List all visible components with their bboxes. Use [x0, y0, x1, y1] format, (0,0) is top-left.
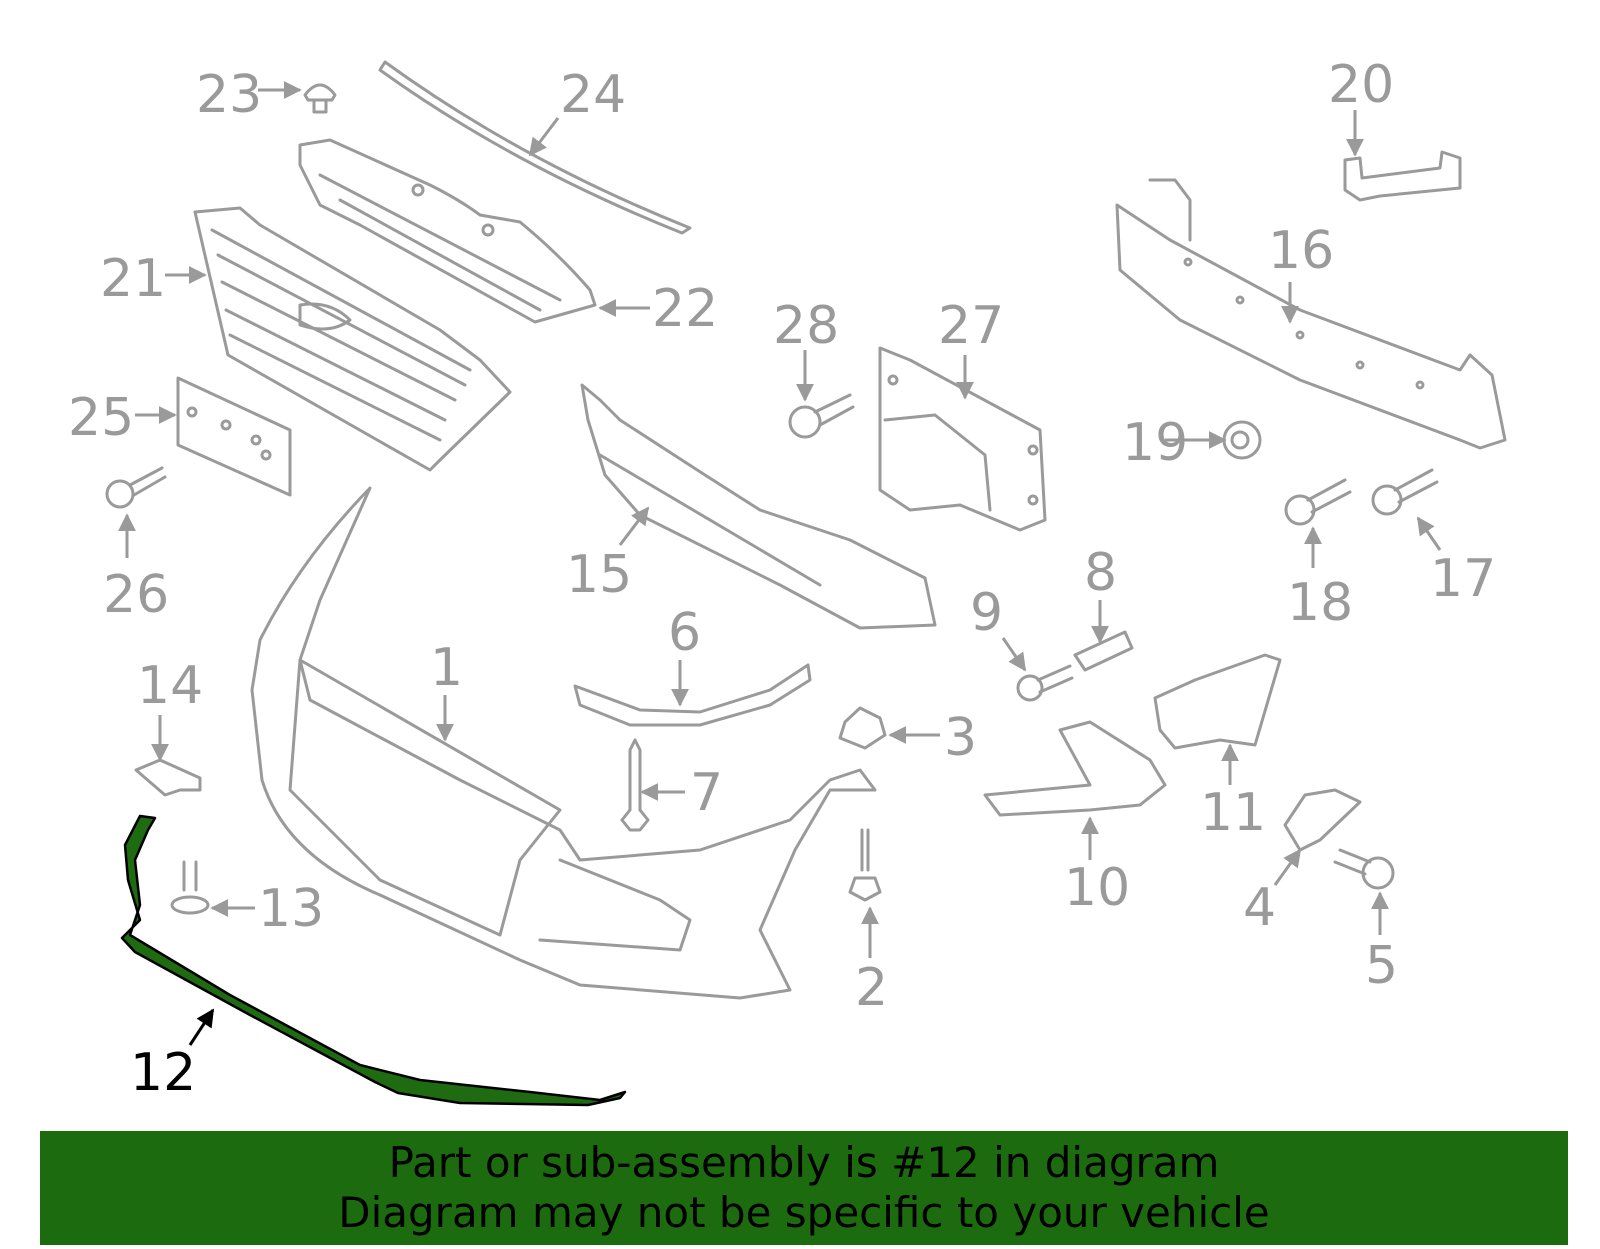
part-24-seal-strip [378, 60, 692, 235]
callout-1: 1 [430, 638, 463, 698]
part-10-bezel [983, 720, 1167, 817]
part-28-bolt [788, 393, 855, 439]
callout-20: 20 [1328, 55, 1394, 115]
callout-7: 7 [690, 763, 723, 823]
part-16-beam [1115, 178, 1507, 450]
callout-22: 22 [652, 279, 718, 339]
part-3-clip [838, 706, 887, 750]
callout-12: 12 [130, 1043, 196, 1103]
part-17-bolt [1371, 468, 1439, 516]
callout-25: 25 [68, 388, 134, 448]
part-5-bolt [1333, 848, 1395, 890]
callout-23: 23 [196, 65, 262, 125]
callout-18: 18 [1287, 573, 1353, 633]
part-27-mount-bracket [878, 346, 1047, 532]
part-4-bracket [1283, 788, 1362, 852]
callout-labels: 23 24 20 16 21 22 28 27 25 19 26 15 18 1… [68, 55, 1496, 1103]
part-7-pin [620, 738, 650, 832]
callout-3: 3 [944, 708, 977, 768]
callout-2: 2 [855, 958, 888, 1018]
part-13-screw [170, 860, 210, 915]
callout-16: 16 [1268, 221, 1334, 281]
part-15-absorber [580, 383, 937, 630]
callout-6: 6 [668, 603, 701, 663]
part-6-bracket [573, 663, 812, 727]
part-22-reinforcement [298, 138, 597, 324]
callout-17: 17 [1430, 549, 1496, 609]
callout-15: 15 [566, 545, 632, 605]
callout-27: 27 [938, 296, 1004, 356]
part-8-pad [1073, 630, 1134, 672]
callout-5: 5 [1365, 936, 1398, 996]
callout-21: 21 [100, 249, 166, 309]
banner-line-part: Part or sub-assembly is #12 in diagram [388, 1138, 1220, 1187]
info-banner: Part or sub-assembly is #12 in diagram D… [40, 1131, 1568, 1245]
part-18-bolt [1284, 478, 1352, 526]
callout-4: 4 [1243, 878, 1276, 938]
part-14-nut-clip [134, 758, 202, 797]
callout-24: 24 [560, 65, 626, 125]
part-26-bolt [105, 466, 167, 509]
part-20-bracket [1343, 150, 1462, 202]
callout-14: 14 [137, 656, 203, 716]
callout-28: 28 [773, 296, 839, 356]
banner-line-disclaimer: Diagram may not be specific to your vehi… [338, 1188, 1270, 1237]
callout-10: 10 [1064, 858, 1130, 918]
part-23-clip [303, 83, 337, 114]
callout-26: 26 [103, 565, 169, 625]
leader-lines [118, 81, 1442, 1046]
callout-8: 8 [1084, 543, 1117, 603]
part-11-bracket [1153, 653, 1282, 750]
part-12-air-deflector [120, 814, 627, 1107]
callout-13: 13 [258, 879, 324, 939]
part-2-bolt [848, 828, 882, 902]
part-9-bolt [1016, 664, 1074, 702]
part-19-nut [1222, 420, 1262, 460]
callout-9: 9 [970, 583, 1003, 643]
parts-diagram: 23 24 20 16 21 22 28 27 25 19 26 15 18 1… [68, 55, 1507, 1107]
callout-19: 19 [1122, 413, 1188, 473]
part-1-bumper-cover [250, 486, 877, 1000]
callout-11: 11 [1200, 783, 1266, 843]
part-25-license-bracket [176, 376, 292, 497]
part-21-grille [193, 206, 512, 472]
